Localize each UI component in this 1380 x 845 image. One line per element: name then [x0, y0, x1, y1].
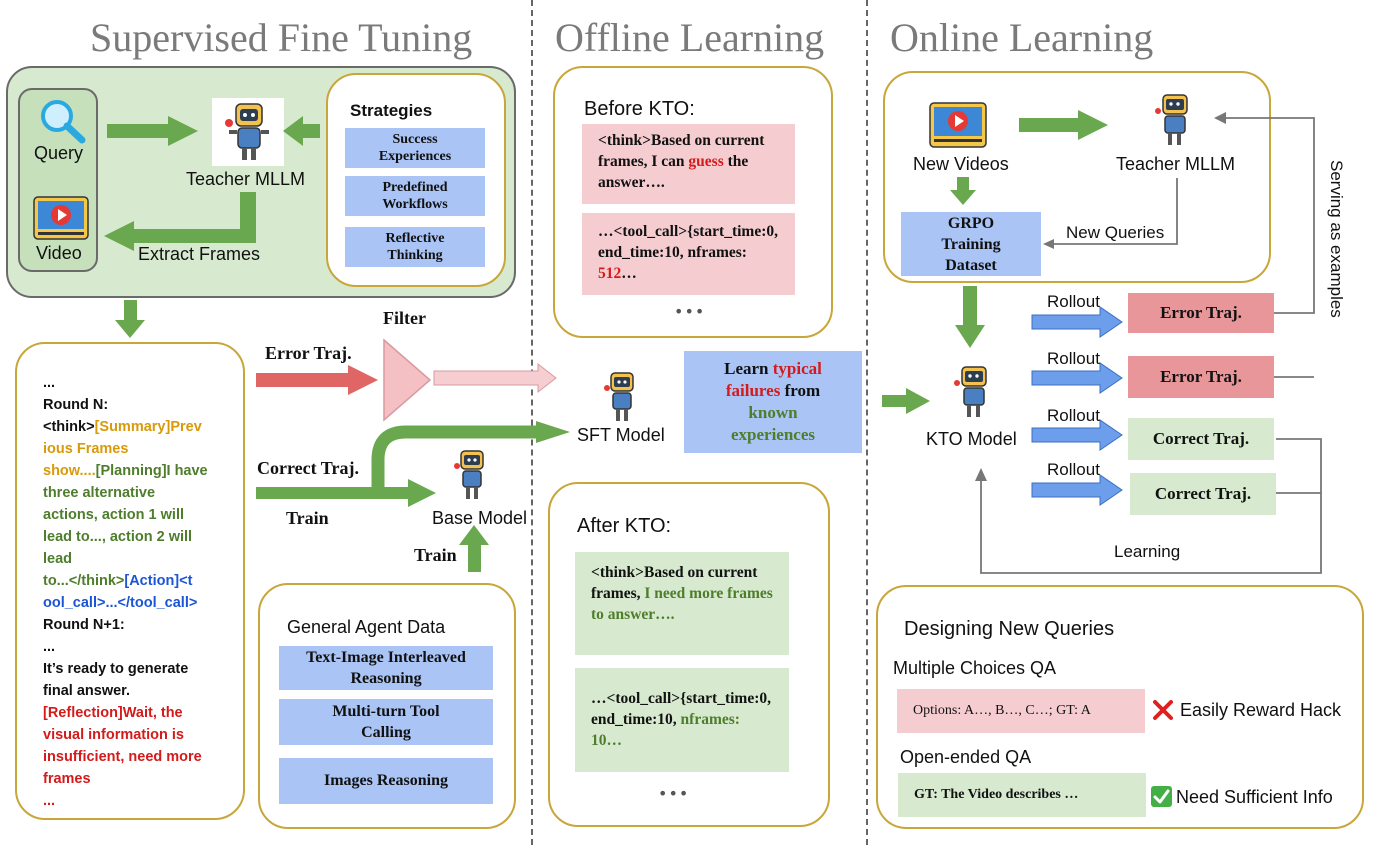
strategy-success-experiences: Success Experiences — [345, 128, 485, 168]
arrow-query-to-teacher — [107, 116, 198, 146]
arrow-grpo-to-kto — [955, 286, 985, 348]
mcqa-note: Easily Reward Hack — [1180, 700, 1342, 720]
general-images-reasoning: Images Reasoning — [279, 758, 493, 804]
sft-top-arrows — [104, 116, 320, 338]
line-new-queries — [1046, 178, 1178, 245]
line-learning — [980, 438, 1322, 574]
arrow-correct-traj — [256, 479, 436, 507]
train-label-2: Train — [414, 545, 457, 565]
online-flow-arrows — [882, 110, 1322, 574]
query-label: Query — [34, 143, 84, 163]
after-kto-think-box: <think>Based on current frames, I need m… — [575, 552, 789, 655]
before-kto-tool-box: …<tool_call>{start_time:0, end_time:10, … — [582, 213, 795, 295]
strategy-predefined-workflows: Predefined Workflows — [345, 176, 485, 216]
sft-flow-arrows — [256, 338, 570, 572]
oeqa-note: Need Sufficient Info — [1176, 787, 1333, 807]
designing-queries-title: Designing New Queries — [904, 618, 1115, 640]
general-agent-data-title: General Agent Data — [287, 617, 446, 637]
arrow-videos-to-grpo — [950, 177, 976, 205]
search-icon — [41, 100, 86, 144]
arrow-panel-down — [115, 300, 145, 338]
correct-traj-box-2: Correct Traj. — [1130, 473, 1276, 515]
video-label: Video — [36, 243, 82, 263]
arrow-strategies-to-teacher — [283, 116, 320, 146]
before-kto-ellipsis: ••• — [674, 302, 706, 321]
base-model-label: Base Model — [432, 508, 528, 528]
error-traj-box-1: Error Traj. — [1128, 293, 1274, 333]
line-serving-examples — [1218, 117, 1315, 314]
train-label-1: Train — [286, 508, 329, 528]
correct-traj-label: Correct Traj. — [257, 458, 359, 478]
arrow-train-up — [459, 525, 489, 572]
rollout-label-1: Rollout — [1047, 292, 1100, 311]
arrow-offline-to-online — [882, 388, 930, 414]
before-kto-title: Before KTO: — [584, 98, 695, 120]
arrow-rollout-2 — [1031, 362, 1123, 394]
check-mark-icon — [1151, 786, 1172, 807]
oeqa-label: Open-ended QA — [900, 747, 1032, 767]
online-teacher-robot-icon — [1155, 94, 1188, 145]
section-title-sft: Supervised Fine Tuning — [90, 15, 473, 60]
after-kto-ellipsis: ••• — [658, 784, 690, 803]
strategy-reflective-thinking: Reflective Thinking — [345, 227, 485, 267]
arrow-rollout-3 — [1031, 419, 1123, 451]
oeqa-box: GT: The Video describes … — [898, 773, 1146, 817]
rollout-label-2: Rollout — [1047, 349, 1100, 368]
arrow-videos-to-teacher — [1019, 110, 1108, 140]
base-model-robot-icon — [454, 450, 484, 499]
error-traj-label: Error Traj. — [265, 343, 352, 363]
learning-label: Learning — [1114, 542, 1181, 561]
before-kto-think-box: <think>Based on current frames, I can gu… — [582, 124, 795, 204]
divider-left — [531, 0, 533, 845]
rollout-label-4: Rollout — [1047, 460, 1100, 479]
cross-mark-icon — [1153, 700, 1173, 720]
error-traj-box-2: Error Traj. — [1128, 356, 1274, 398]
arrow-rollout-4 — [1031, 474, 1123, 506]
arrow-filter-output — [433, 362, 557, 394]
correct-traj-box-1: Correct Traj. — [1128, 418, 1274, 460]
after-kto-title: After KTO: — [577, 515, 672, 537]
rollout-label-3: Rollout — [1047, 406, 1100, 425]
divider-right — [866, 0, 868, 845]
sft-model-label: SFT Model — [577, 425, 665, 445]
serving-as-examples-label: Serving as examples — [1327, 160, 1346, 318]
general-text-image-reasoning: Text-Image Interleaved Reasoning — [279, 646, 493, 690]
new-queries-label: New Queries — [1066, 223, 1165, 242]
sft-model-robot-icon — [604, 372, 634, 421]
strategies-title: Strategies — [350, 101, 433, 120]
teacher-robot-icon — [212, 98, 284, 166]
new-videos-label: New Videos — [913, 154, 1009, 174]
section-title-offline: Offline Learning — [555, 15, 825, 60]
mcqa-box: Options: A…, B…, C…; GT: A — [897, 689, 1145, 733]
trajectory-trace-panel — [15, 342, 245, 820]
arrow-branch-to-sft — [371, 425, 538, 487]
arrow-teacher-to-video — [104, 192, 256, 251]
general-multi-turn-tool-calling: Multi-turn Tool Calling — [279, 699, 493, 745]
filter-triangle — [383, 338, 432, 422]
trajectory-trace-text: ... Round N: <think>[Summary]Prev ious F… — [43, 375, 208, 809]
new-videos-icon — [929, 102, 987, 148]
kto-model-label: KTO Model — [926, 429, 1017, 449]
filter-label: Filter — [383, 308, 426, 328]
video-icon — [33, 196, 89, 240]
online-teacher-label: Teacher MLLM — [1116, 154, 1236, 174]
arrow-error-traj — [256, 365, 378, 395]
after-kto-tool-box: …<tool_call>{start_time:0, end_time:10, … — [575, 668, 789, 772]
grpo-dataset-box: GRPO Training Dataset — [901, 212, 1041, 276]
extract-frames-label: Extract Frames — [138, 244, 261, 264]
learn-failures-box: Learn typical failures from known experi… — [684, 351, 862, 453]
section-title-online: Online Learning — [890, 15, 1154, 60]
teacher-mllm-label: Teacher MLLM — [186, 169, 306, 189]
arrow-rollout-1 — [1031, 306, 1123, 338]
mcqa-label: Multiple Choices QA — [893, 658, 1057, 678]
kto-model-robot-icon — [954, 366, 987, 417]
